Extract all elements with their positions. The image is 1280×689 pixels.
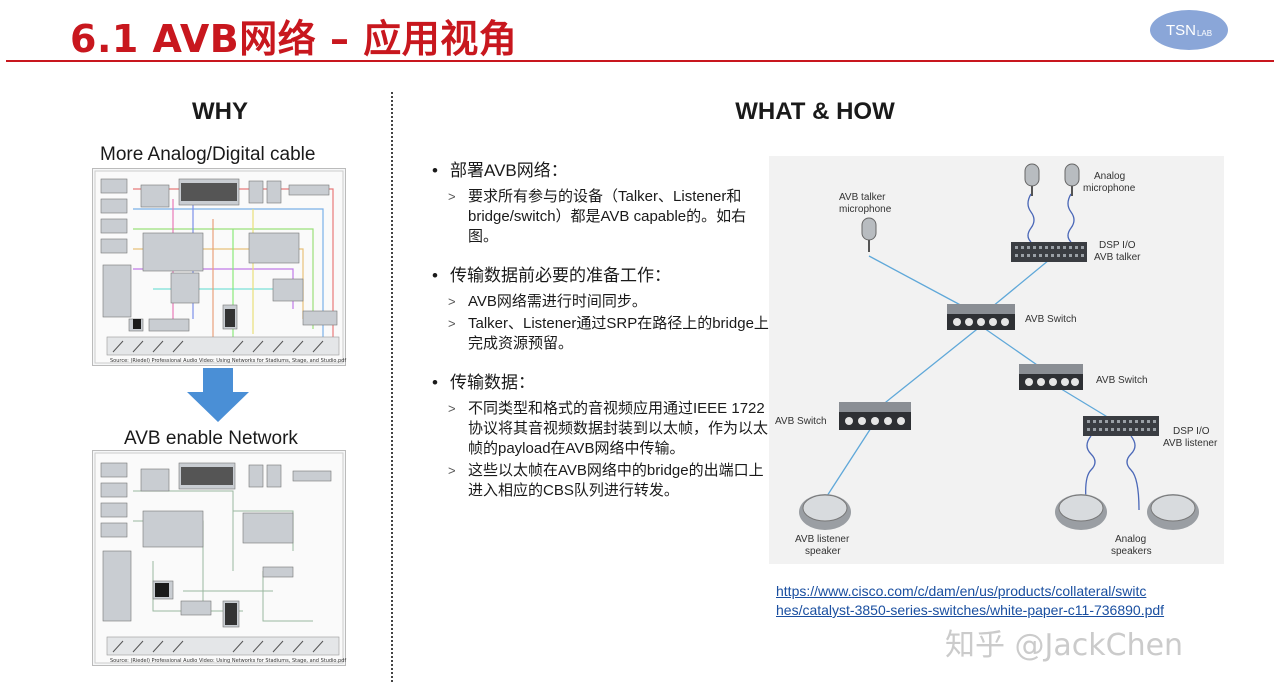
bullet-heading: •部署AVB网络： — [432, 161, 568, 180]
avb-listener-speaker-icon — [799, 494, 851, 530]
bullet-group: •部署AVB网络： > 要求所有参与的设备（Talker、Listener和bri… — [432, 156, 772, 247]
switch-left-label: AVB Switch — [775, 416, 827, 427]
chevron-right-icon: > — [448, 294, 456, 309]
sub-bullet: > AVB网络需进行时间同步。 — [432, 292, 772, 312]
reference-link-line-1[interactable]: https://www.cisco.com/c/dam/en/us/produc… — [776, 583, 1147, 599]
cable-spk2 — [1126, 435, 1140, 511]
avb-topology-diagram: Analog microphone AVB talker microphone … — [769, 156, 1224, 564]
cabling-illustration — [94, 170, 344, 364]
reference-link-line-2[interactable]: hes/catalyst-3850-series-switches/white-… — [776, 602, 1165, 618]
sub-bullet: > 不同类型和格式的音视频应用通过IEEE 1722协议将其音视频数据封装到以太帧… — [432, 399, 772, 459]
cable-mic1 — [1027, 193, 1035, 243]
cable-mic2 — [1067, 193, 1075, 243]
zhihu-watermark: 知乎 @JackChen — [945, 628, 1184, 663]
sub-bullet-text: 不同类型和格式的音视频应用通过IEEE 1722协议将其音视频数据封装到以太帧，… — [468, 400, 769, 457]
chevron-right-icon: > — [448, 401, 456, 416]
page-title: 6.1 AVB网络 – 应用视角 — [70, 17, 518, 61]
bullet-group: •传输数据前必要的准备工作： > AVB网络需进行时间同步。 > Talker、Li… — [432, 261, 772, 354]
dsp-talker-label-2: AVB talker — [1094, 252, 1141, 263]
cabling-source-note: Source: (Riedel) Professional Audio Vide… — [110, 358, 347, 364]
analog-speaker-right-icon — [1147, 494, 1199, 530]
bullet-list: •部署AVB网络： > 要求所有参与的设备（Talker、Listener和bri… — [432, 156, 772, 515]
avb-switch-left-icon — [839, 402, 911, 430]
cable-caption: More Analog/Digital cable — [100, 144, 316, 165]
analog-speakers-label-1: Analog — [1115, 534, 1146, 545]
avb-switch-center-icon — [947, 304, 1015, 330]
analog-digital-cabling-diagram — [92, 168, 346, 366]
switch-center-label: AVB Switch — [1025, 314, 1077, 325]
analog-mic-label-2: microphone — [1083, 183, 1136, 194]
avb-switch-right-icon — [1019, 364, 1083, 390]
sub-bullet: > 要求所有参与的设备（Talker、Listener和bridge/switch… — [432, 187, 772, 247]
bullet-group: •传输数据： > 不同类型和格式的音视频应用通过IEEE 1722协议将其音视频数… — [432, 368, 772, 501]
chevron-right-icon: > — [448, 463, 456, 478]
link-switch-speaker — [826, 427, 872, 497]
topology-svg: Analog microphone AVB talker microphone … — [775, 163, 1218, 557]
bullet-heading-text: 传输数据前必要的准备工作： — [450, 266, 671, 285]
dsp-talker-device-icon — [1011, 242, 1087, 262]
cable-spk1 — [1085, 435, 1096, 511]
avb-network-diagram — [92, 450, 346, 666]
switch-right-label: AVB Switch — [1096, 375, 1148, 386]
logo-subtext: LAB — [1196, 28, 1213, 38]
dsp-listener-label-1: DSP I/O — [1173, 426, 1210, 437]
dsp-listener-device-icon — [1083, 416, 1159, 436]
listener-speaker-label-2: speaker — [805, 546, 841, 557]
analog-speakers-label-2: speakers — [1111, 546, 1152, 557]
sub-bullet: > Talker、Listener通过SRP在路径上的bridge上完成资源预留。 — [432, 314, 772, 354]
bullet-heading: •传输数据： — [432, 373, 535, 392]
analog-mic-label-1: Analog — [1094, 171, 1125, 182]
bullet-heading-text: 传输数据： — [450, 373, 535, 392]
chevron-right-icon: > — [448, 189, 456, 204]
talker-mic-label-1: AVB talker — [839, 192, 886, 203]
column-divider — [391, 92, 393, 682]
dsp-listener-label-2: AVB listener — [1163, 438, 1218, 449]
what-how-heading: WHAT & HOW — [735, 98, 895, 125]
analog-microphone-icon — [1024, 163, 1080, 196]
sub-bullet-text: Talker、Listener通过SRP在路径上的bridge上完成资源预留。 — [468, 315, 769, 352]
sub-bullet-text: AVB网络需进行时间同步。 — [468, 293, 647, 310]
sub-bullet-text: 这些以太帧在AVB网络中的bridge的出端口上进入相应的CBS队列进行转发。 — [468, 462, 764, 499]
avb-source-note: Source: (Riedel) Professional Audio Vide… — [110, 658, 347, 664]
avb-network-caption: AVB enable Network — [124, 428, 298, 449]
title-underline — [6, 60, 1274, 62]
bullet-heading-text: 部署AVB网络： — [450, 161, 568, 180]
bullet-heading: •传输数据前必要的准备工作： — [432, 266, 671, 285]
logo-text: TSN — [1165, 21, 1196, 39]
dsp-talker-label-1: DSP I/O — [1099, 240, 1136, 251]
analog-speaker-left-icon — [1055, 494, 1107, 530]
link-switch-left — [870, 325, 982, 415]
talker-mic-label-2: microphone — [839, 204, 892, 215]
why-heading: WHY — [192, 98, 248, 125]
avb-talker-microphone-icon — [861, 217, 877, 252]
listener-speaker-label-1: AVB listener — [795, 534, 850, 545]
sub-bullet-text: 要求所有参与的设备（Talker、Listener和bridge/switch）… — [468, 188, 747, 245]
down-arrow-icon — [187, 368, 249, 422]
chevron-right-icon: > — [448, 316, 456, 331]
avb-cabling-illustration — [94, 452, 344, 664]
sub-bullet: > 这些以太帧在AVB网络中的bridge的出端口上进入相应的CBS队列进行转发。 — [432, 461, 772, 501]
